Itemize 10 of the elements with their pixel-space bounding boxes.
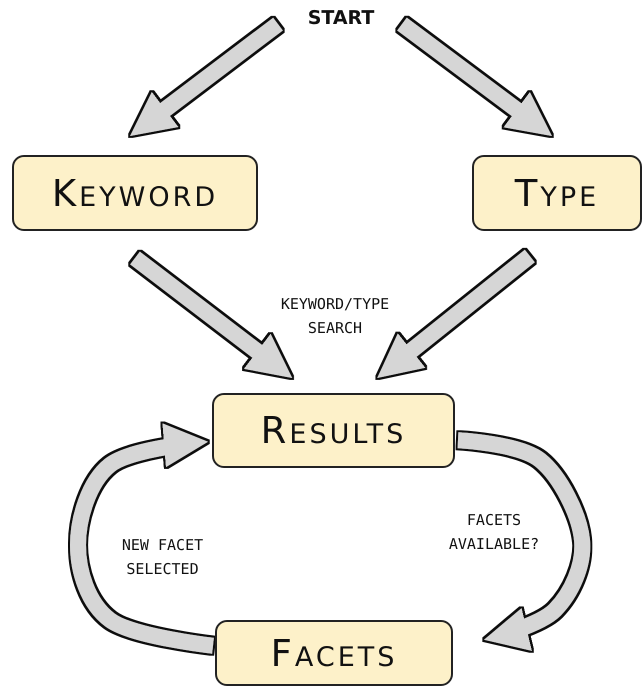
flow-note: KEYWORD/TYPE SEARCH	[280, 294, 390, 339]
node-title: RESULTS	[260, 409, 406, 452]
node-title: TYPE	[514, 172, 600, 214]
process-box	[212, 393, 455, 468]
node-title: KEYWORD	[52, 172, 218, 214]
node-title: FACETS	[270, 632, 398, 674]
process-box	[472, 155, 642, 231]
process-box	[12, 155, 258, 231]
process-box	[215, 620, 453, 686]
start-label: START	[308, 7, 374, 29]
